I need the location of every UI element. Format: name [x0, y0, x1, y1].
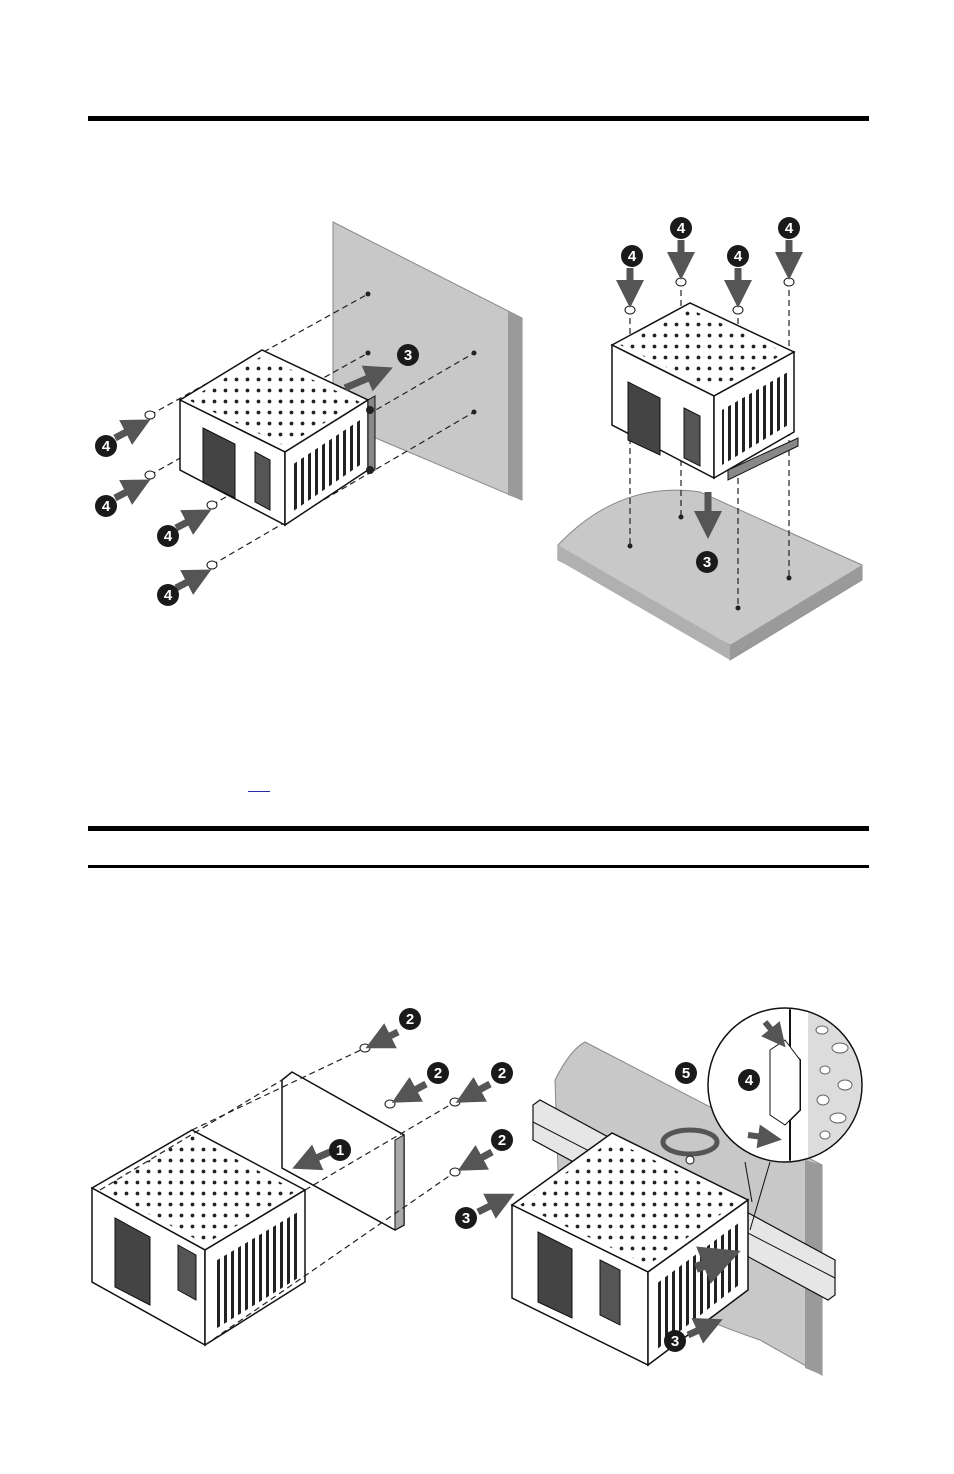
fig1-callout-3: 3 — [397, 344, 419, 366]
svg-text:4: 4 — [102, 498, 111, 515]
svg-text:4: 4 — [628, 248, 637, 265]
panel-mount-figure: 3 4 4 4 4 — [95, 222, 522, 606]
fig3-callout-2a: 2 — [399, 1008, 421, 1030]
svg-text:4: 4 — [677, 220, 686, 237]
fig3-callout-2d: 2 — [491, 1129, 513, 1151]
fig3-callout-5: 5 — [675, 1062, 697, 1084]
fig1-callout-4c: 4 — [157, 525, 179, 547]
fig2-callout-4c: 4 — [727, 245, 749, 267]
svg-text:3: 3 — [671, 1333, 679, 1350]
svg-text:3: 3 — [404, 347, 412, 364]
fig3-callout-2c: 2 — [491, 1062, 513, 1084]
svg-text:3: 3 — [703, 554, 711, 571]
wall-panel-edge — [508, 312, 522, 500]
fig1-callout-4b: 4 — [95, 495, 117, 517]
fig1-callout-4a: 4 — [95, 435, 117, 457]
svg-text:2: 2 — [498, 1132, 506, 1149]
svg-text:1: 1 — [336, 1142, 344, 1159]
svg-text:5: 5 — [682, 1065, 690, 1082]
fig1-callout-4d: 4 — [157, 584, 179, 606]
din-rail-mount-figure: 1 2 2 2 2 3 3 5 — [92, 1005, 868, 1375]
fig2-callout-4d: 4 — [778, 217, 800, 239]
svg-text:2: 2 — [434, 1065, 442, 1082]
svg-text:4: 4 — [785, 220, 794, 237]
fig3-callout-4: 4 — [738, 1069, 760, 1091]
fig3-callout-3b: 3 — [664, 1330, 686, 1352]
svg-text:2: 2 — [406, 1011, 414, 1028]
floor-mount-figure: 3 4 4 4 4 — [558, 217, 862, 660]
svg-text:3: 3 — [462, 1210, 470, 1227]
fig2-callout-4b: 4 — [670, 217, 692, 239]
svg-text:2: 2 — [498, 1065, 506, 1082]
svg-text:4: 4 — [102, 438, 111, 455]
fig3-callout-1: 1 — [329, 1139, 351, 1161]
svg-text:4: 4 — [164, 528, 173, 545]
fig2-callout-3: 3 — [696, 551, 718, 573]
fig2-callout-4a: 4 — [621, 245, 643, 267]
fig3-callout-2b: 2 — [427, 1062, 449, 1084]
svg-text:4: 4 — [734, 248, 743, 265]
fig3-callout-3a: 3 — [455, 1207, 477, 1229]
svg-text:4: 4 — [164, 587, 173, 604]
svg-text:4: 4 — [745, 1072, 754, 1089]
